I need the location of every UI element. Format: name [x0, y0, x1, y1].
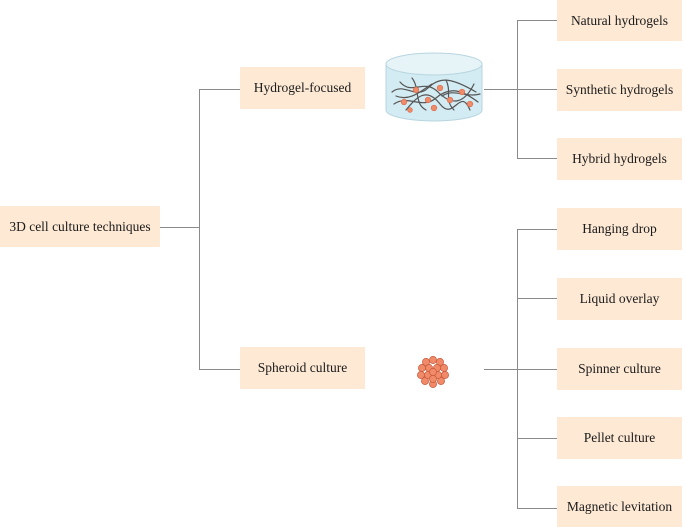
connector-root-stem — [160, 227, 199, 228]
connector-to-spheroid — [199, 369, 241, 370]
connector-hydrogel-out — [484, 89, 518, 90]
leaf-pellet-culture: Pellet culture — [557, 417, 682, 459]
leaf-liquid-overlay: Liquid overlay — [557, 278, 682, 320]
connector-to-hydrogel — [199, 89, 241, 90]
connector-branch-spine — [199, 89, 200, 369]
leaf-hybrid-hydrogels: Hybrid hydrogels — [557, 138, 682, 180]
connector-spheroid-out — [484, 369, 518, 370]
branch-hydrogel-focused: Hydrogel-focused — [240, 67, 365, 109]
connector-synthetic — [517, 89, 558, 90]
connector-pellet — [517, 438, 558, 439]
connector-magnetic — [517, 508, 558, 509]
connector-hybrid — [517, 158, 558, 159]
branch-spheroid-culture: Spheroid culture — [240, 347, 365, 389]
root-node: 3D cell culture techniques — [0, 206, 160, 247]
connector-hanging — [517, 229, 558, 230]
connector-natural — [517, 20, 558, 21]
hydrogel-scaffold-icon — [385, 52, 483, 122]
spheroid-icon — [417, 356, 449, 388]
leaf-natural-hydrogels: Natural hydrogels — [557, 0, 682, 41]
connector-liquid — [517, 298, 558, 299]
leaf-magnetic-levitation: Magnetic levitation — [557, 486, 682, 527]
leaf-spinner-culture: Spinner culture — [557, 348, 682, 390]
leaf-hanging-drop: Hanging drop — [557, 208, 682, 250]
leaf-synthetic-hydrogels: Synthetic hydrogels — [557, 69, 682, 111]
connector-spinner — [517, 369, 558, 370]
connector-spheroid-spine — [517, 229, 518, 508]
